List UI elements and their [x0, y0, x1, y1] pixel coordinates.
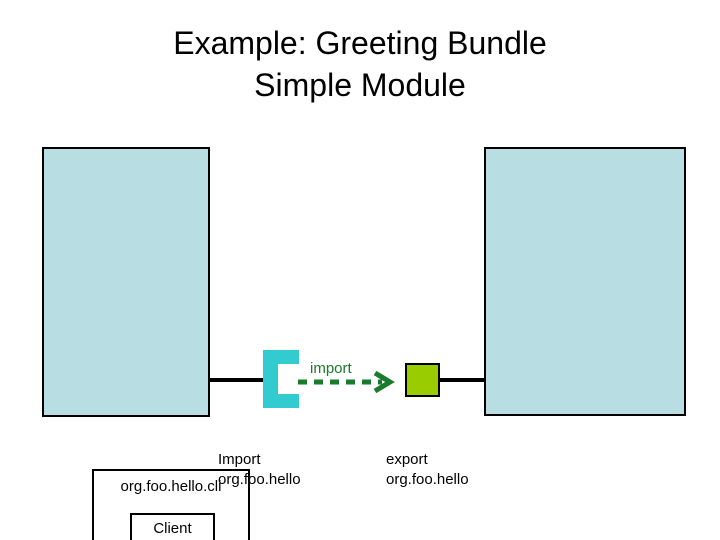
import-arrow-label: import: [310, 360, 352, 377]
required-interface-socket-icon: [263, 350, 299, 408]
connector-line-right: [439, 378, 485, 382]
note-export-line-1: export: [386, 451, 428, 468]
note-import: Import org.foo.hello: [218, 450, 301, 491]
note-export-line-2: org.foo.hello: [386, 471, 469, 489]
package-org-foo-hello-cli: org.foo.hello.cli Client: [92, 469, 250, 540]
class-box-client: Client: [130, 513, 215, 540]
provided-export-port-icon: [405, 363, 440, 397]
bundle-implementation: org.foo.hello.helper Helper org.foo.hell…: [484, 147, 686, 416]
bundle-client: org.foo.hello.cli Client: [42, 147, 250, 540]
page-title-line-1: Example: Greeting Bundle: [173, 25, 547, 61]
package-label-cli: org.foo.hello.cli: [120, 478, 222, 495]
socket-segment-left: [263, 350, 278, 408]
import-dependency-arrow-icon: [298, 370, 395, 394]
class-label-client: Client: [153, 519, 192, 537]
note-import-line-2: org.foo.hello: [218, 471, 301, 489]
note-import-line-1: Import: [218, 451, 261, 468]
note-export: export org.foo.hello: [386, 450, 469, 491]
page-title: Example: Greeting Bundle Simple Module: [0, 22, 720, 106]
connector-line-left: [210, 378, 265, 382]
page-title-line-2: Simple Module: [254, 67, 466, 104]
import-arrow-head: [373, 370, 395, 394]
socket-segment-bottom: [263, 394, 299, 408]
